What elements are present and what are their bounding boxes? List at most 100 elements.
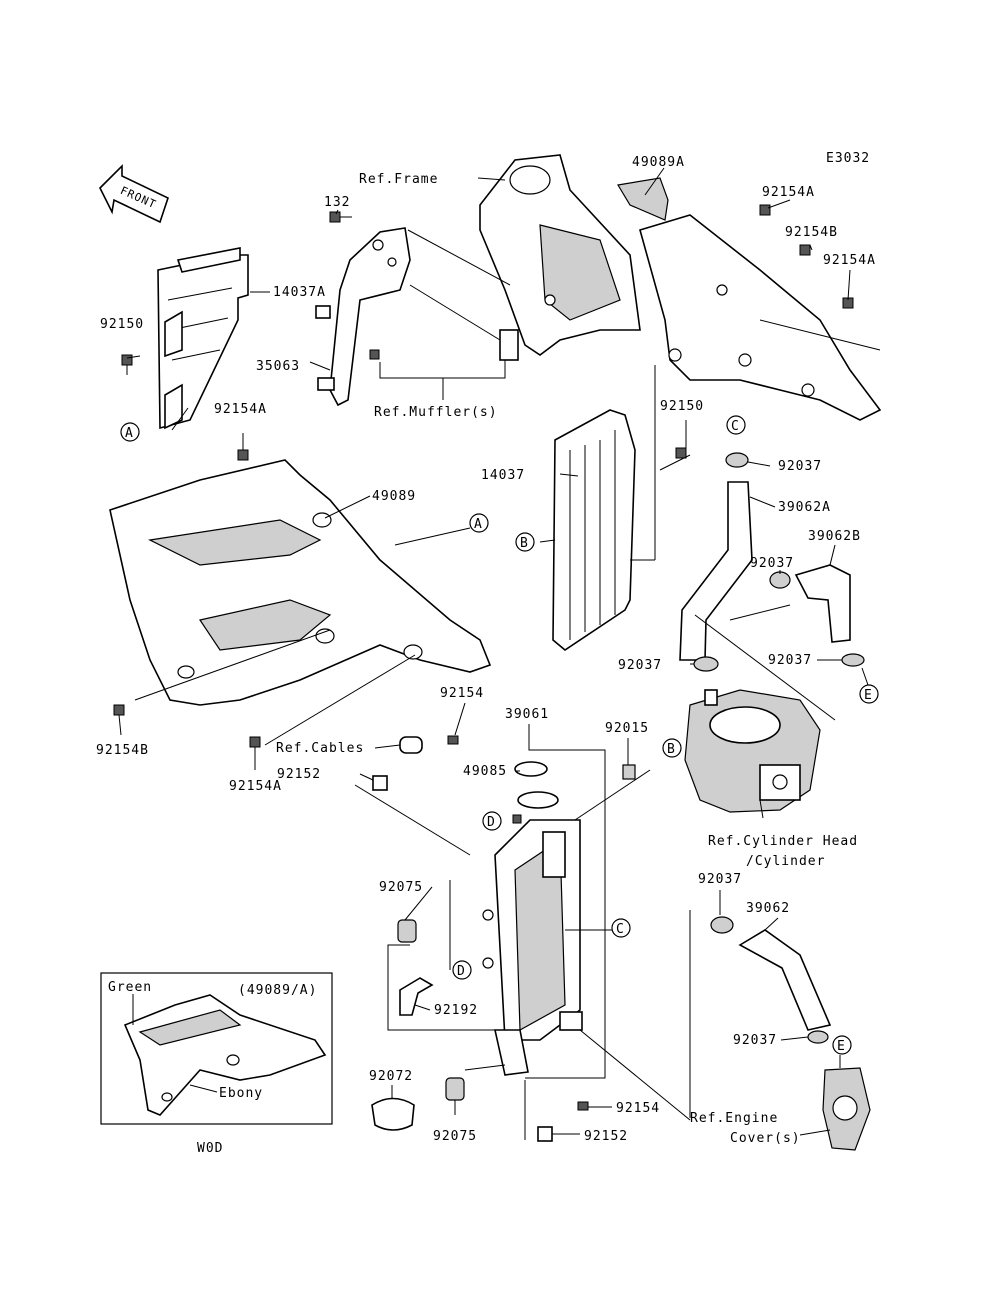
marker-B-1: B — [515, 532, 535, 552]
clamp-icon — [769, 571, 791, 589]
marker-D-1: D — [482, 811, 502, 831]
inset-caption: W0D — [197, 1141, 223, 1156]
cylinder-head-reference — [684, 689, 821, 813]
callout-92037: 92037 — [778, 459, 822, 474]
engine-cover-reference — [822, 1067, 871, 1151]
marker-A-2: A — [469, 513, 489, 533]
callout-92154A: 92154A — [214, 402, 267, 417]
callout-ref-cables: Ref.Cables — [276, 741, 364, 756]
clamp-icon — [725, 452, 749, 468]
radiator-guard-14037A — [157, 247, 249, 430]
callout-92154A: 92154A — [762, 185, 815, 200]
callout-92037: 92037 — [768, 653, 812, 668]
clamp-92072-icon — [371, 1097, 415, 1131]
bolt-icon — [249, 736, 261, 748]
callout-ref-muffler: Ref.Muffler(s) — [374, 405, 498, 420]
bolt-icon — [121, 354, 133, 375]
marker-D-2: D — [452, 960, 472, 980]
callout-ref-engine-cover: Cover(s) — [730, 1131, 801, 1146]
radiator-39061 — [482, 791, 583, 1076]
callout-14037A: 14037A — [273, 285, 326, 300]
callout-14037: 14037 — [481, 468, 525, 483]
clamp-icon — [710, 916, 734, 934]
front-arrow-icon: FRONT — [99, 164, 169, 224]
marker-B-label: B — [520, 536, 529, 551]
marker-D-label: D — [487, 815, 496, 830]
bolt-icon — [369, 349, 380, 360]
shroud-49089A — [617, 177, 882, 421]
callout-35063: 35063 — [256, 359, 300, 374]
marker-C-label: C — [731, 419, 740, 434]
grommet-icon — [445, 1077, 465, 1101]
marker-B-2: B — [662, 738, 682, 758]
callout-92192: 92192 — [434, 1003, 478, 1018]
callout-92037: 92037 — [733, 1033, 777, 1048]
callout-49089: 49089 — [372, 489, 416, 504]
clamp-icon — [807, 1030, 829, 1044]
callout-ref-cylinder: /Cylinder — [746, 854, 825, 869]
clamp-icon — [841, 653, 865, 667]
collar-icon — [372, 775, 388, 791]
bolt-icon — [759, 204, 771, 216]
marker-B-label: B — [667, 742, 676, 757]
callout-92154B: 92154B — [96, 743, 149, 758]
callout-92154: 92154 — [440, 686, 484, 701]
clip-icon — [399, 736, 423, 754]
cap-49085-icon — [514, 761, 548, 777]
callout-ref-frame: Ref.Frame — [359, 172, 438, 187]
collar-icon — [537, 1126, 553, 1142]
callout-92037: 92037 — [618, 658, 662, 673]
marker-A-label: A — [474, 517, 483, 532]
callout-132: 132 — [324, 195, 350, 210]
bolt-icon — [577, 1101, 589, 1111]
marker-D-label: D — [457, 964, 466, 979]
marker-C-1: C — [726, 415, 746, 435]
bracket-35063 — [315, 227, 411, 407]
hose-39062 — [738, 929, 832, 1031]
callout-92152: 92152 — [277, 767, 321, 782]
callout-92015: 92015 — [605, 721, 649, 736]
callout-92152: 92152 — [584, 1129, 628, 1144]
callout-92150: 92150 — [660, 399, 704, 414]
marker-A-label: A — [125, 426, 134, 441]
grommet-icon — [397, 919, 417, 943]
bolt-icon — [512, 814, 522, 824]
hose-39062A — [679, 481, 753, 661]
bolt-icon — [799, 244, 811, 256]
callout-92075: 92075 — [379, 880, 423, 895]
callout-39062: 39062 — [746, 901, 790, 916]
callout-ref-engine: Ref.Engine — [690, 1111, 778, 1126]
callout-92154B: 92154B — [785, 225, 838, 240]
diagram-code: E3032 — [826, 151, 870, 166]
inset-panel — [100, 972, 333, 1125]
callout-39062B: 39062B — [808, 529, 861, 544]
callout-92154: 92154 — [616, 1101, 660, 1116]
shroud-49089 — [109, 459, 492, 706]
marker-E-2: E — [832, 1035, 852, 1055]
callout-49085: 49085 — [463, 764, 507, 779]
bolt-132-icon — [329, 211, 352, 223]
callout-92037: 92037 — [698, 872, 742, 887]
leader-lines — [118, 167, 881, 1140]
marker-E-label: E — [837, 1039, 846, 1054]
bolt-icon — [237, 449, 249, 461]
bolt-icon — [447, 735, 459, 745]
callout-49089A: 49089A — [632, 155, 685, 170]
bolt-icon — [113, 704, 125, 716]
radiator-guard-14037 — [552, 409, 636, 651]
nut-92015-icon — [622, 764, 636, 780]
inset-code: (49089/A) — [238, 983, 317, 998]
marker-C-label: C — [616, 922, 625, 937]
marker-A-1: A — [120, 422, 140, 442]
clamp-icon — [693, 656, 719, 672]
hose-39062B — [794, 564, 851, 643]
callout-92072: 92072 — [369, 1069, 413, 1084]
callout-92075: 92075 — [433, 1129, 477, 1144]
callout-92037: 92037 — [750, 556, 794, 571]
frame-reference — [479, 154, 641, 361]
bolt-icon — [675, 447, 687, 459]
callout-92150: 92150 — [100, 317, 144, 332]
callout-ref-cylinder-head: Ref.Cylinder Head — [708, 834, 858, 849]
marker-E-1: E — [859, 684, 879, 704]
